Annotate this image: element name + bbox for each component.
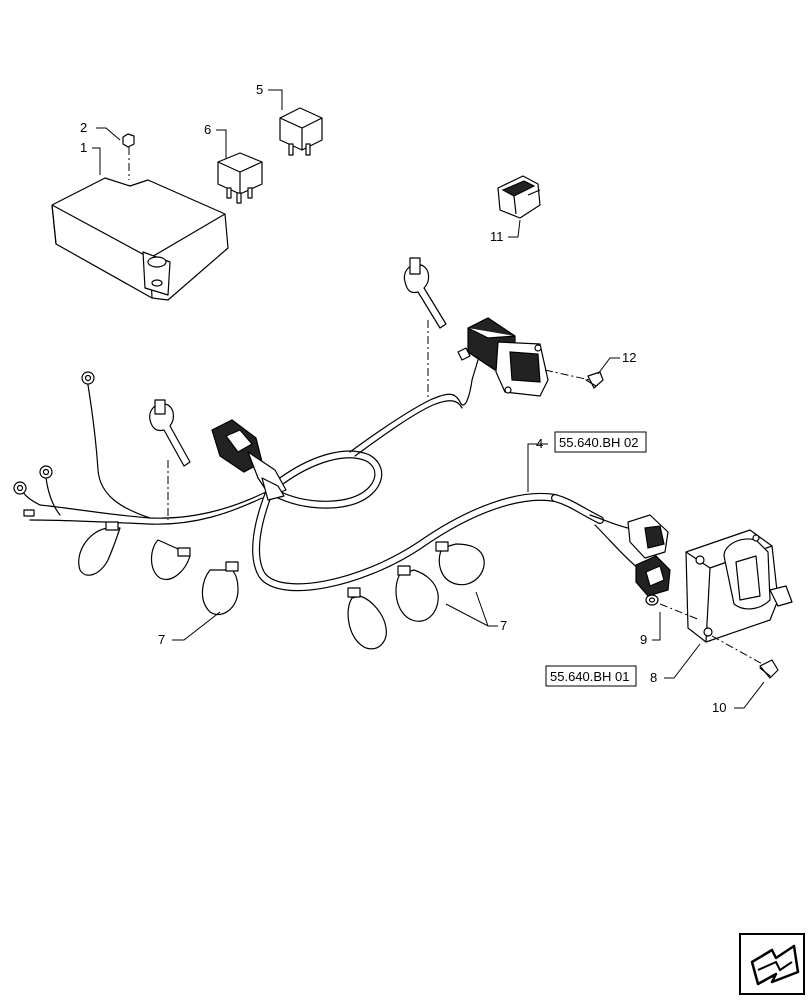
- callout-7-right: 7: [500, 618, 507, 633]
- reference-bh01[interactable]: 55.640.BH 01: [545, 665, 637, 687]
- reference-bh02[interactable]: 55.640.BH 02: [554, 431, 647, 453]
- reference-bh01-label: 55.640.BH 01: [550, 669, 630, 684]
- next-page-arrow-icon[interactable]: [739, 933, 805, 995]
- ring-terminals: [13, 371, 95, 517]
- harness-clip-top: [403, 257, 447, 400]
- control-module: [51, 177, 229, 301]
- callout-10: 10: [712, 700, 726, 715]
- reference-bh02-label: 55.640.BH 02: [559, 435, 639, 450]
- callout-9: 9: [640, 632, 647, 647]
- callout-8: 8: [650, 670, 657, 685]
- callout-4: 4: [536, 436, 543, 451]
- trailer-socket: [685, 529, 793, 643]
- screw-10: [711, 635, 779, 679]
- bulkhead-connector: [457, 317, 591, 397]
- callout-leaders: [92, 89, 765, 709]
- connector-plug: [497, 175, 541, 219]
- relay-small: [217, 152, 263, 204]
- callout-2: 2: [80, 120, 87, 135]
- main-harness: [21, 359, 639, 592]
- callout-11: 11: [490, 229, 504, 244]
- washer-9: [645, 594, 701, 621]
- nut: [122, 133, 135, 180]
- callout-5: 5: [256, 82, 263, 97]
- harness-plug-right: [627, 514, 671, 597]
- callout-6: 6: [204, 122, 211, 137]
- callout-1: 1: [80, 140, 87, 155]
- harness-connector-main: [211, 419, 287, 501]
- harness-clip-left: [149, 399, 191, 520]
- relay-large: [279, 107, 323, 156]
- cable-ties: [78, 521, 485, 650]
- screw-12: [585, 371, 604, 389]
- callout-7-left: 7: [158, 632, 165, 647]
- callout-12: 12: [622, 350, 636, 365]
